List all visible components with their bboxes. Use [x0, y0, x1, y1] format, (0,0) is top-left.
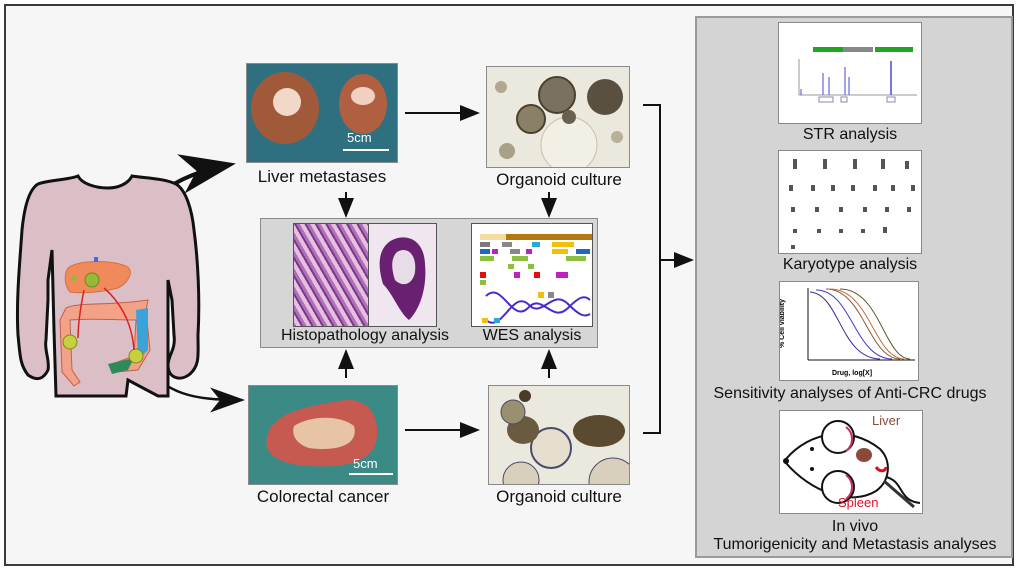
histopathology-image [293, 223, 437, 327]
liver-metastases-image: 5cm [246, 63, 398, 163]
sensitivity-xlabel: Drug, log[X] [832, 370, 873, 377]
str-analysis-image [778, 22, 922, 124]
organoid-caption-top: Organoid culture [496, 170, 622, 189]
organoid-culture-image-top [486, 66, 630, 168]
karyotype-image [778, 150, 922, 254]
tumor [84, 272, 100, 288]
spleen-label: Spleen [838, 495, 879, 510]
human-body-illustration [8, 160, 208, 400]
scale-bar-label: 5cm [353, 456, 378, 471]
organoid-caption-bottom: Organoid culture [496, 487, 622, 506]
wes-caption: WES analysis [482, 327, 582, 344]
organoid-culture-image-bottom [488, 385, 630, 485]
in-vivo-mouse-image: Liver Spleen [779, 410, 923, 514]
histopathology-caption: Histopathology analysis [280, 327, 450, 344]
liver-metastases-caption: Liver metastases [257, 167, 387, 186]
karyotype-caption: Karyotype analysis [782, 256, 918, 273]
colorectal-cancer-caption: Colorectal cancer [256, 487, 390, 506]
in-vivo-caption-line1: In vivo [831, 518, 879, 535]
wes-image [471, 223, 593, 327]
sensitivity-chart: % Cell viability Drug, log[X] [779, 281, 919, 381]
bracket [643, 104, 661, 434]
scale-bar-label: 5cm [347, 130, 372, 145]
sensitivity-caption: Sensitivity analyses of Anti-CRC drugs [713, 385, 987, 402]
colorectal-cancer-image: 5cm [248, 385, 398, 485]
str-caption: STR analysis [802, 126, 898, 143]
center-analyses-box: Histopathology analysis WES analysis [260, 218, 598, 348]
liver-label: Liver [872, 413, 901, 428]
sensitivity-ylabel: % Cell viability [779, 298, 787, 349]
in-vivo-caption-line2: Tumorigenicity and Metastasis analyses [713, 536, 997, 553]
